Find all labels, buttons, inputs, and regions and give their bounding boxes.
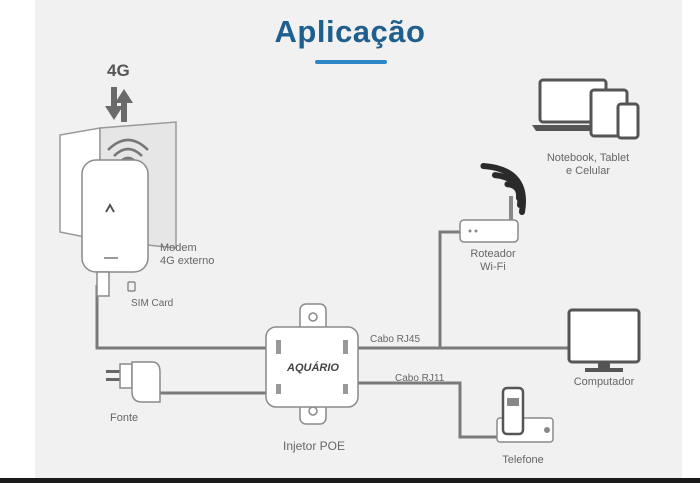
power-label: Fonte <box>110 412 139 424</box>
page-title: Aplicação <box>274 14 426 49</box>
rj11-cable-label: Cabo RJ11 <box>395 373 445 384</box>
modem-icon <box>59 121 177 297</box>
router-label: Roteador Wi-Fi <box>470 248 516 273</box>
brand-logo: AQUÁRIO <box>287 362 339 374</box>
telephone-label: Telefone <box>502 454 544 466</box>
rj45-to-router-cable <box>355 230 460 350</box>
title-underline <box>315 60 387 64</box>
bottom-border <box>0 478 700 483</box>
sim-card-label: SIM Card <box>131 298 174 309</box>
rj11-to-phone-cable <box>355 381 497 439</box>
devices-icon <box>532 78 640 140</box>
rj45-cable-label: Cabo RJ45 <box>370 334 421 345</box>
modem-to-injector-cable <box>95 285 270 350</box>
4g-arrows-icon <box>105 87 133 122</box>
computer-icon <box>567 308 641 372</box>
router-icon <box>459 163 526 243</box>
computer-label: Computador <box>573 376 635 388</box>
telephone-icon <box>496 386 554 443</box>
sim-card-icon <box>127 281 136 292</box>
power-plug-icon <box>106 361 161 403</box>
poe-injector-icon <box>265 303 359 425</box>
injector-label: Injetor POE <box>282 439 346 453</box>
devices-label: Notebook, Tablet e Celular <box>546 152 630 177</box>
connection-lines <box>95 230 570 439</box>
modem-label: Modem 4G externo <box>160 242 215 267</box>
band-label: 4G <box>107 61 130 80</box>
